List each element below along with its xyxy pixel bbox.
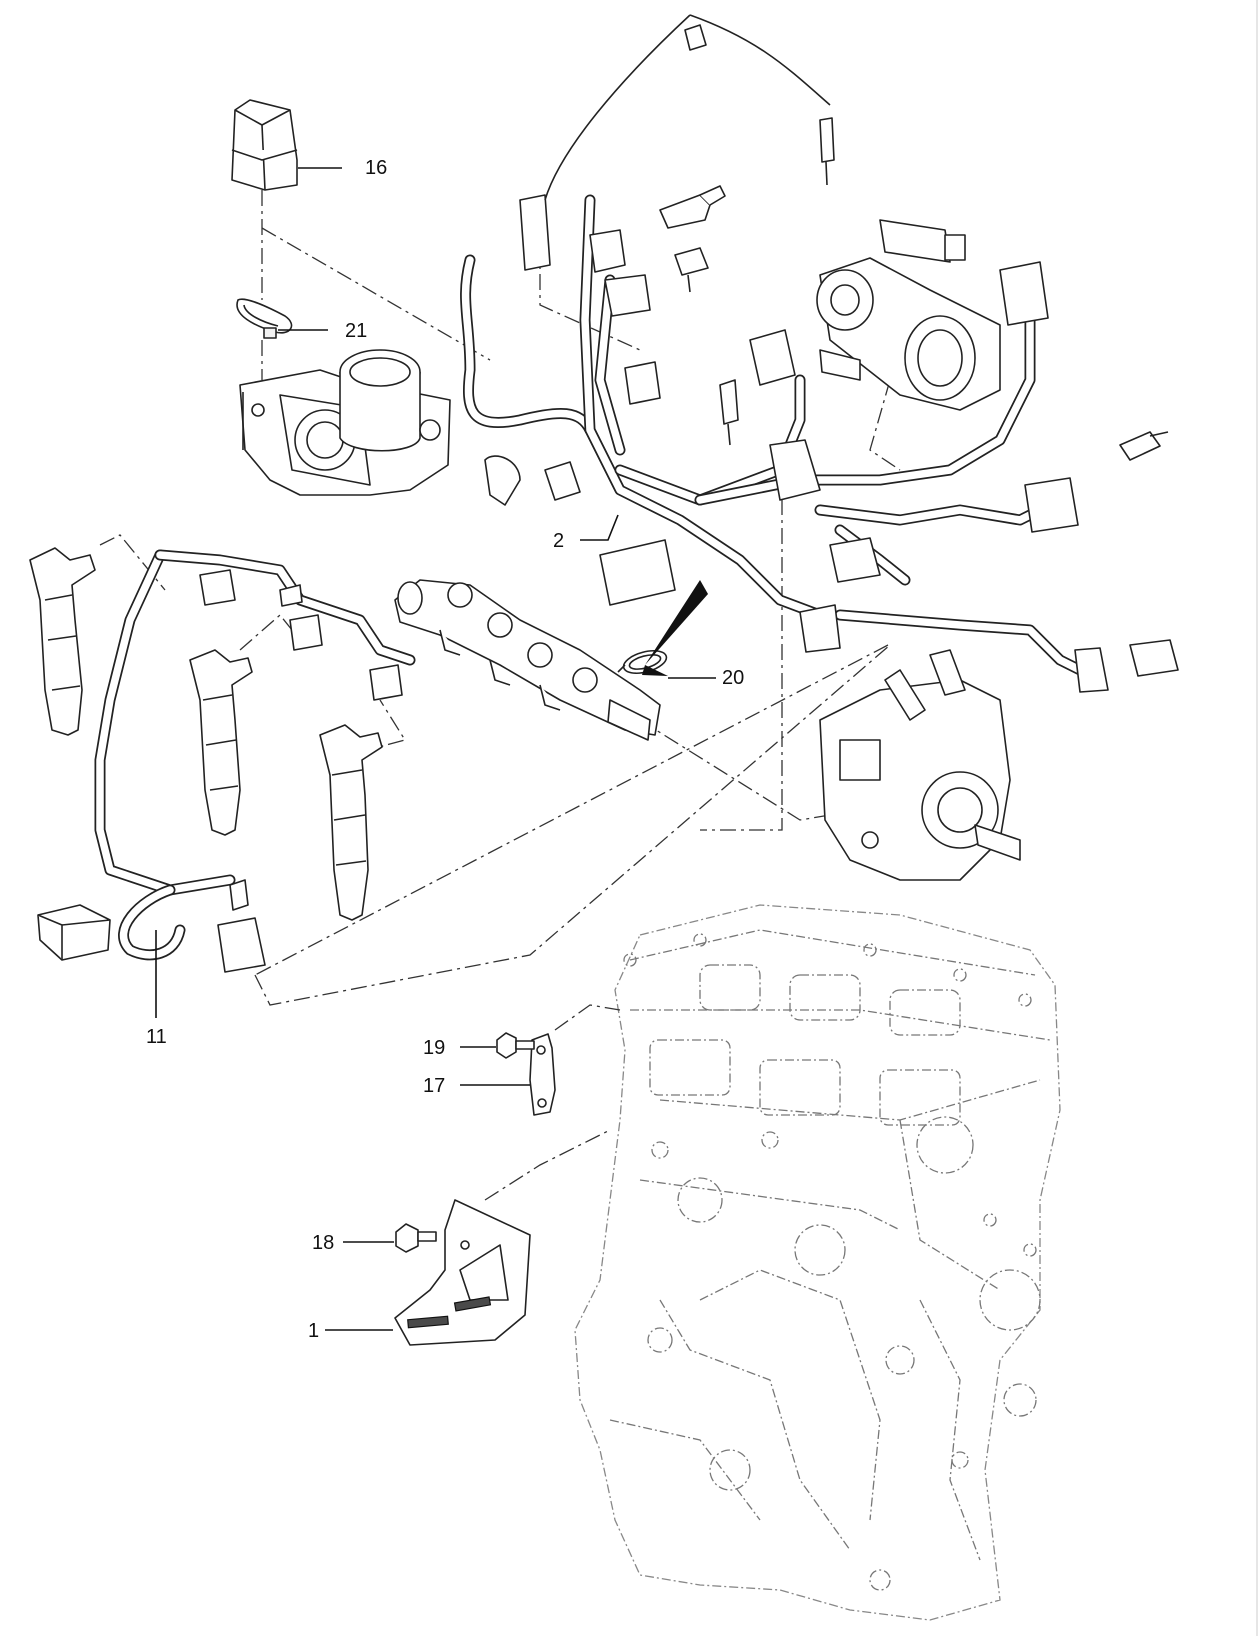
callout-21: 21 xyxy=(345,320,367,342)
callout-19: 19 xyxy=(423,1037,445,1059)
fuel-injector xyxy=(29,547,383,921)
injector-wiring-harness xyxy=(37,549,416,973)
support-bracket xyxy=(394,1199,531,1346)
flange-bolt xyxy=(496,1032,535,1059)
cover-cap xyxy=(231,99,298,191)
engine-block xyxy=(574,904,1061,1621)
callout-1: 1 xyxy=(308,1320,319,1342)
callout-16: 16 xyxy=(365,157,387,179)
callout-leaders xyxy=(155,167,716,1331)
page-edge-line xyxy=(1256,0,1258,1636)
cable-tie xyxy=(236,298,293,339)
callout-labels: 16 21 2 20 11 19 17 18 1 xyxy=(146,157,744,1342)
engine-wiring-harness xyxy=(460,14,1179,693)
harness-bracket xyxy=(529,1033,556,1116)
high-pressure-fuel-pump xyxy=(819,649,1021,881)
throttle-body xyxy=(239,349,451,496)
callout-20: 20 xyxy=(722,667,744,689)
callout-11: 11 xyxy=(146,1026,167,1048)
callout-2: 2 xyxy=(553,530,564,552)
callout-18: 18 xyxy=(312,1232,334,1254)
assembly-phantom-lines xyxy=(99,190,901,1201)
fuel-rail xyxy=(394,579,661,741)
callout-17: 17 xyxy=(423,1075,445,1097)
temperature-sensor xyxy=(659,117,1169,461)
flange-bolt xyxy=(395,1223,437,1253)
egr-valve xyxy=(816,219,1001,411)
